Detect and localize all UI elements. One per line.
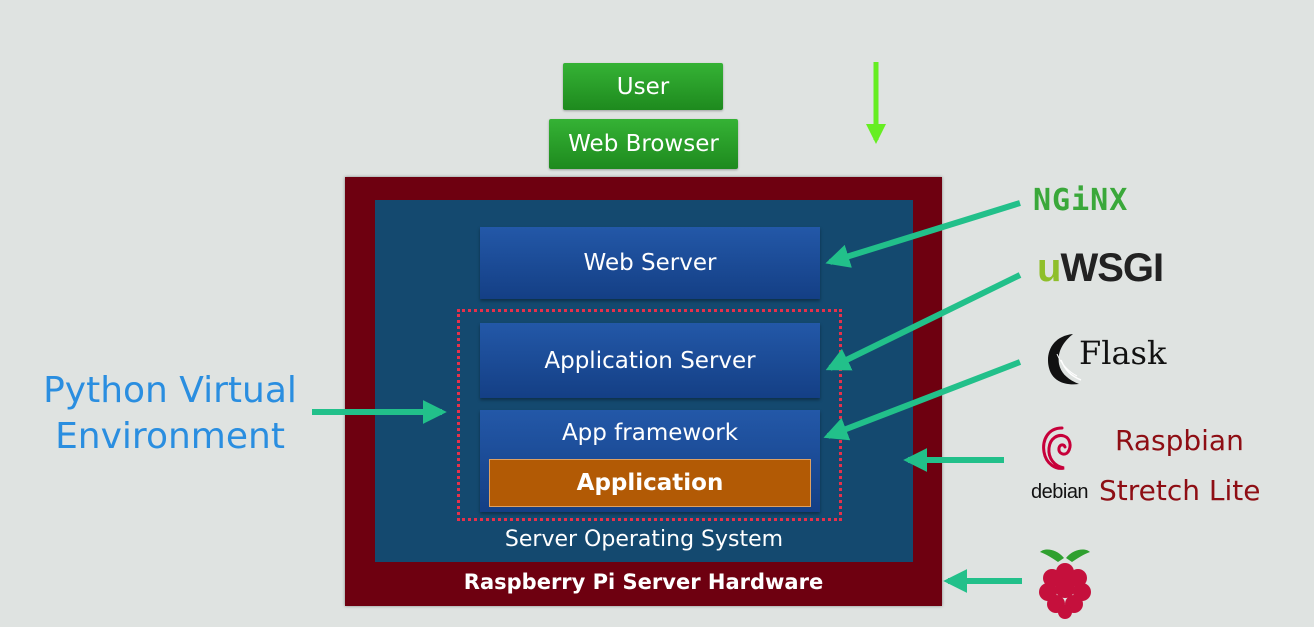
debian-logo-text: debian	[1031, 481, 1089, 503]
app-framework-box: App framework Application	[480, 410, 820, 512]
debian-swirl-icon	[1042, 426, 1072, 470]
web-browser-box: Web Browser	[549, 119, 738, 169]
flask-horn-icon	[1048, 334, 1082, 385]
stretch-lite-label: Stretch Lite	[1099, 474, 1261, 507]
venv-label-line1: Python Virtual	[43, 370, 297, 411]
nginx-arrow	[825, 200, 1021, 268]
flask-arrow	[823, 359, 1022, 441]
flask-logo-text: Flask	[1079, 334, 1167, 372]
os-label: Server Operating System	[504, 527, 784, 552]
uwsgi-logo-u: u	[1037, 246, 1061, 290]
web-server-box: Web Server	[480, 227, 820, 299]
virtual-environment-boundary	[457, 309, 842, 521]
uwsgi-arrow	[825, 272, 1022, 371]
raspberry-pi-icon	[1039, 549, 1091, 619]
flask-logo: Flask	[1043, 330, 1166, 388]
application-box: Application	[489, 459, 811, 507]
raspbian-label: Raspbian	[1115, 424, 1244, 457]
venv-label: Python Virtual Environment	[20, 368, 320, 460]
app-framework-label: App framework	[561, 420, 739, 446]
venv-label-line2: Environment	[55, 416, 285, 457]
application-server-box: Application Server	[480, 323, 820, 398]
uwsgi-logo: uWSGI	[1037, 246, 1164, 291]
user-box: User	[563, 63, 723, 110]
uwsgi-logo-rest: WSGI	[1060, 246, 1164, 290]
nginx-logo: NGiNX	[1033, 183, 1129, 218]
hardware-label: Raspberry Pi Server Hardware	[463, 570, 824, 594]
